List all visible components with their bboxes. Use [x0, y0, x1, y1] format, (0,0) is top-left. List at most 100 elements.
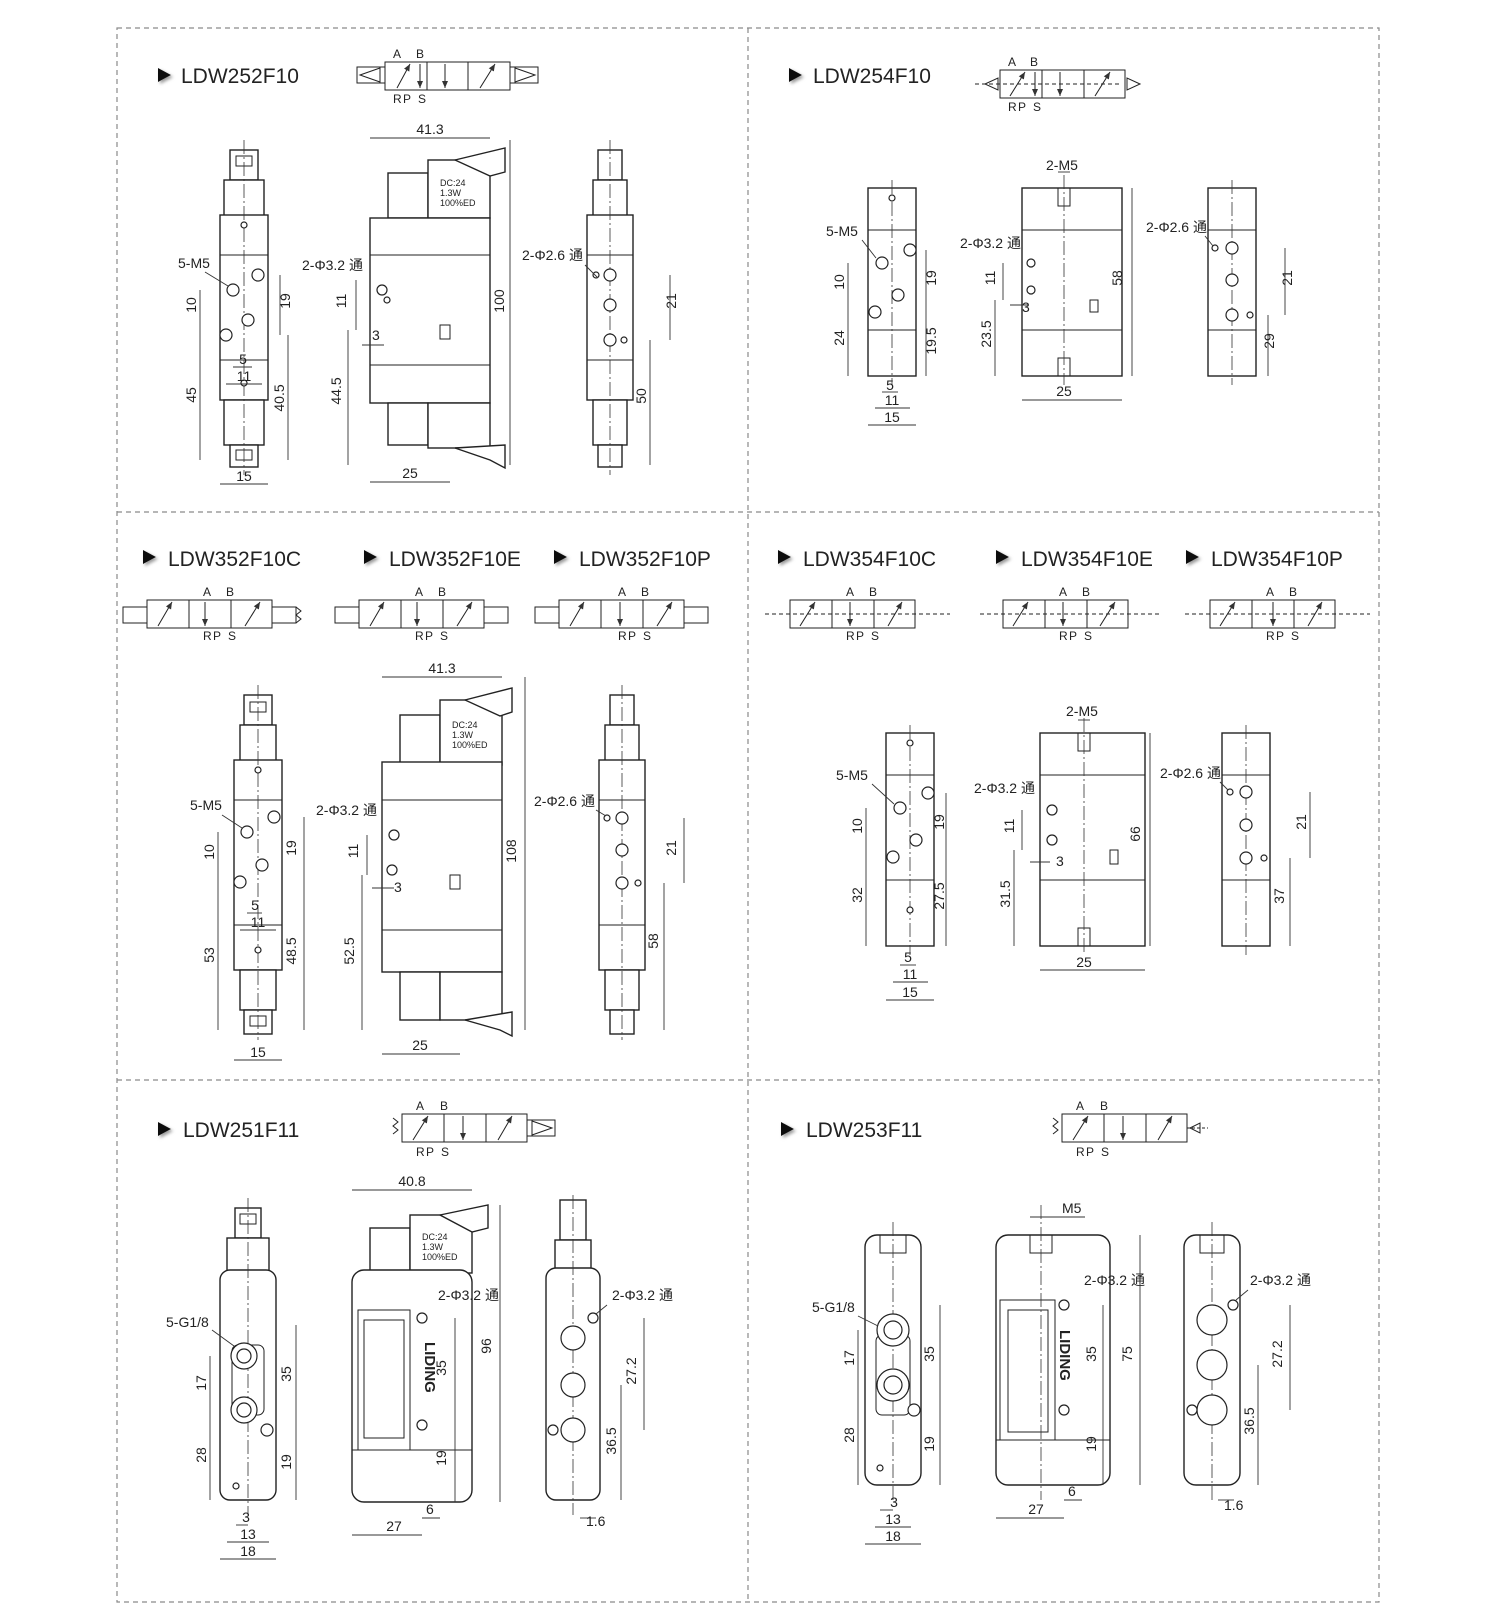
model-name: LDW352F10P: [579, 548, 711, 571]
side-view: DC:24 1.3W 100%ED LIDING 40.8 2-Φ3.2 通 3…: [351, 1173, 501, 1536]
svg-text:10: 10: [201, 844, 217, 860]
svg-text:2-Φ3.2 通: 2-Φ3.2 通: [612, 1287, 673, 1303]
valve-symbol: A B R P S: [975, 55, 1142, 114]
svg-text:2-Φ2.6 通: 2-Φ2.6 通: [534, 793, 595, 809]
svg-text:41.3: 41.3: [428, 660, 455, 676]
svg-text:A: A: [393, 47, 401, 61]
side-view: DC:24 1.3W 100%ED 41.3 2-Φ3.2 通 11 3 44.…: [302, 121, 511, 483]
svg-text:A: A: [1266, 585, 1274, 599]
svg-text:35: 35: [921, 1346, 937, 1362]
valve-symbol: A B R P S: [356, 47, 539, 106]
svg-text:P: P: [1069, 629, 1077, 643]
svg-text:B: B: [1030, 55, 1038, 69]
svg-text:P: P: [1018, 100, 1026, 114]
svg-text:S: S: [643, 629, 651, 643]
svg-text:2-Φ2.6 通: 2-Φ2.6 通: [522, 247, 583, 263]
svg-text:3: 3: [242, 1509, 250, 1525]
front-view: 5-M5 10 19 53 48.5 5 11 15: [190, 685, 305, 1061]
svg-text:11: 11: [903, 966, 918, 982]
svg-text:B: B: [438, 585, 446, 599]
svg-text:R: R: [393, 92, 402, 106]
rear-view: 2-Φ2.6 通 21 50: [522, 140, 679, 475]
svg-text:B: B: [440, 1099, 448, 1113]
svg-text:S: S: [1291, 629, 1299, 643]
svg-text:2-Φ2.6 通: 2-Φ2.6 通: [1146, 219, 1207, 235]
svg-text:S: S: [1101, 1145, 1109, 1159]
svg-text:31.5: 31.5: [997, 880, 1013, 907]
front-view: 5-G1/8 17 28 35 19 3 13 18: [166, 1198, 297, 1560]
svg-text:B: B: [869, 585, 877, 599]
svg-text:A: A: [1059, 585, 1067, 599]
svg-text:A: A: [846, 585, 854, 599]
svg-text:27.5: 27.5: [931, 882, 947, 909]
svg-text:1.3W: 1.3W: [440, 188, 462, 198]
svg-text:2-Φ3.2 通: 2-Φ3.2 通: [302, 257, 363, 273]
svg-text:A: A: [618, 585, 626, 599]
svg-text:53: 53: [201, 947, 217, 963]
svg-text:11: 11: [1001, 819, 1017, 834]
svg-text:19: 19: [283, 840, 299, 856]
panel-ldw252f10: LDW252F10 A B R P S: [158, 47, 679, 485]
side-view: 2-M5 2-Φ3.2 通 11 3 31.5 66 25: [974, 703, 1151, 971]
svg-text:58: 58: [645, 933, 661, 949]
front-view: 5-G1/8 17 28 35 19 3 13 18: [812, 1222, 941, 1545]
model-title: LDW251F11: [158, 1119, 299, 1142]
svg-text:2-Φ3.2 通: 2-Φ3.2 通: [316, 802, 377, 818]
svg-text:P: P: [628, 629, 636, 643]
rear-view: 2-Φ3.2 通 27.2 36.5 1.6: [545, 1195, 673, 1529]
svg-text:19: 19: [277, 293, 293, 309]
svg-text:1.3W: 1.3W: [422, 1242, 444, 1252]
svg-text:S: S: [228, 629, 236, 643]
svg-text:A: A: [203, 585, 211, 599]
svg-text:P: P: [426, 1145, 434, 1159]
model-name: LDW252F10: [181, 65, 299, 88]
svg-text:R: R: [415, 629, 424, 643]
svg-text:R: R: [203, 629, 212, 643]
svg-text:15: 15: [236, 468, 252, 484]
svg-text:28: 28: [841, 1427, 857, 1443]
svg-text:35: 35: [433, 1360, 449, 1376]
svg-text:13: 13: [885, 1511, 901, 1527]
valve-symbol: A B R P S: [1052, 1099, 1208, 1159]
panel-ldw254f10: LDW254F10 A B R P S: [789, 55, 1295, 426]
svg-text:19.5: 19.5: [923, 327, 939, 354]
front-view: 5-M5 10 19 32 27.5 5 11 15: [836, 725, 947, 1001]
svg-text:41.3: 41.3: [416, 121, 443, 137]
svg-text:P: P: [856, 629, 864, 643]
svg-text:A: A: [1008, 55, 1016, 69]
svg-text:21: 21: [1293, 814, 1309, 830]
svg-text:S: S: [1084, 629, 1092, 643]
rear-view: 2-Φ3.2 通 27.2 36.5 1.6: [1183, 1222, 1311, 1513]
svg-text:29: 29: [1261, 333, 1277, 349]
svg-text:27.2: 27.2: [1269, 1340, 1285, 1367]
svg-text:28: 28: [193, 1447, 209, 1463]
svg-text:2-Φ2.6 通: 2-Φ2.6 通: [1160, 765, 1221, 781]
svg-text:P: P: [1276, 629, 1284, 643]
svg-text:75: 75: [1119, 1346, 1135, 1362]
svg-text:S: S: [440, 629, 448, 643]
svg-text:2-M5: 2-M5: [1046, 157, 1078, 173]
svg-text:35: 35: [278, 1366, 294, 1382]
svg-text:11: 11: [251, 914, 266, 930]
svg-text:5: 5: [886, 377, 894, 393]
svg-text:19: 19: [1083, 1436, 1099, 1452]
panel-ldw253f11: LDW253F11 A B R P S: [781, 1099, 1311, 1545]
svg-text:B: B: [1289, 585, 1297, 599]
svg-text:1.6: 1.6: [586, 1513, 606, 1529]
svg-text:18: 18: [240, 1543, 256, 1559]
svg-text:18: 18: [885, 1528, 901, 1544]
model-name: LDW352F10C: [168, 548, 301, 571]
svg-text:19: 19: [931, 814, 947, 830]
panel-ldw251f11: LDW251F11 A B R P S: [158, 1099, 673, 1560]
svg-text:15: 15: [884, 409, 900, 425]
svg-text:5-M5: 5-M5: [826, 223, 858, 239]
svg-text:6: 6: [426, 1501, 434, 1517]
panel-ldw352f10: LDW352F10C LDW352F10E LDW352F10P A B R P…: [122, 548, 711, 1061]
svg-text:DC:24: DC:24: [422, 1232, 448, 1242]
model-name: LDW354F10E: [1021, 548, 1153, 571]
svg-text:6: 6: [1068, 1483, 1076, 1499]
svg-text:100%ED: 100%ED: [440, 198, 476, 208]
front-view: 5-M5 10 19 45 40.5 5 11 15: [178, 140, 293, 485]
svg-text:R: R: [416, 1145, 425, 1159]
